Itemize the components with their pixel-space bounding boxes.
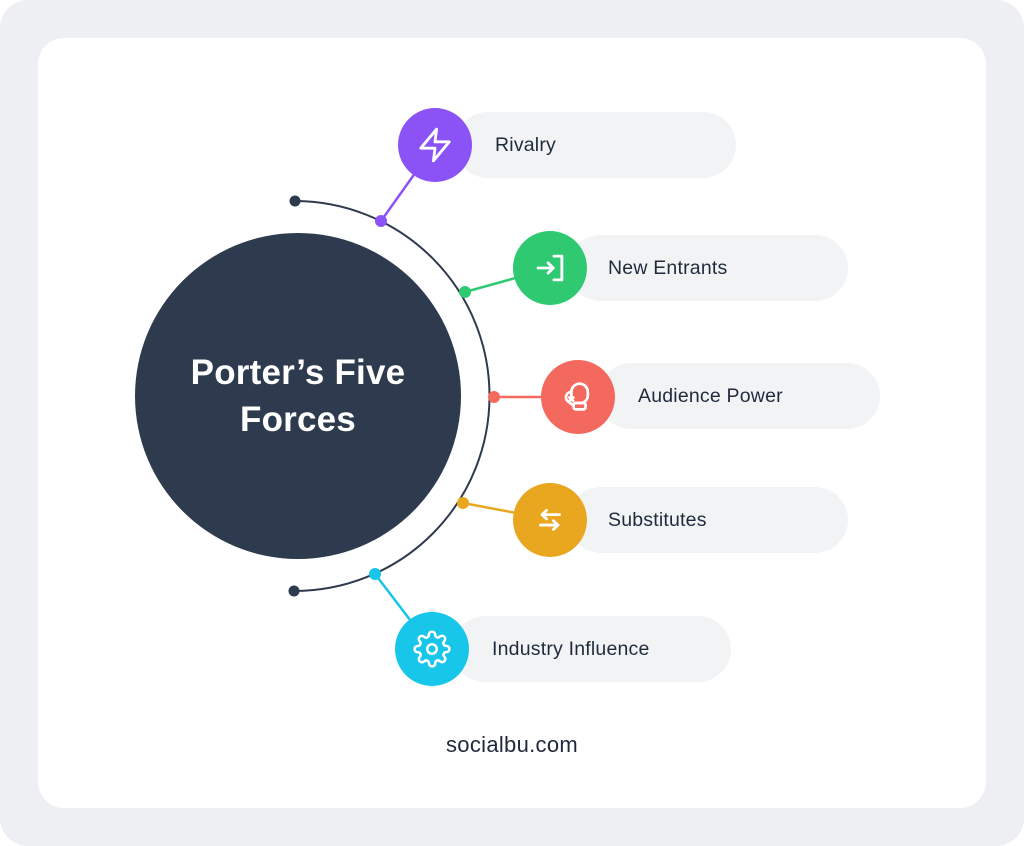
watermark-text: socialbu.com: [446, 732, 578, 757]
gear-icon: [413, 630, 451, 668]
arc-node-dot-rivalry: [375, 215, 387, 227]
force-pill-rivalry: Rivalry: [455, 112, 736, 178]
center-circle: Porter’s Five Forces: [135, 233, 461, 559]
force-pill-new-entrants: New Entrants: [568, 235, 848, 301]
force-label-audience-power: Audience Power: [638, 384, 783, 407]
force-pill-audience-power: Audience Power: [598, 363, 880, 429]
force-icon-circle-new-entrants: [513, 231, 587, 305]
arc-node-dot-industry-influence: [369, 568, 381, 580]
force-label-substitutes: Substitutes: [608, 508, 707, 531]
force-label-industry-influence: Industry Influence: [492, 637, 650, 660]
force-icon-circle-audience-power: [541, 360, 615, 434]
force-icon-circle-rivalry: [398, 108, 472, 182]
force-icon-circle-substitutes: [513, 483, 587, 557]
arc-node-dot-audience-power: [488, 391, 500, 403]
diagram-title-line2: Forces: [240, 400, 356, 439]
force-label-rivalry: Rivalry: [495, 133, 556, 156]
force-pill-industry-influence: Industry Influence: [452, 616, 731, 682]
zap-icon: [419, 127, 451, 163]
force-icon-circle-industry-influence: [395, 612, 469, 686]
force-pill-substitutes: Substitutes: [568, 487, 848, 553]
arc-endpoint-dot-top: [289, 195, 301, 207]
arc-endpoint-dot-bottom: [288, 585, 300, 597]
enter-icon: [536, 254, 564, 282]
arc-node-dot-new-entrants: [459, 286, 471, 298]
arc-node-dot-substitutes: [457, 497, 469, 509]
swap-arrows-icon: [539, 508, 561, 531]
boxing-glove-icon: [564, 382, 590, 411]
diagram-title-line1: Porter’s Five: [190, 353, 406, 392]
force-label-new-entrants: New Entrants: [608, 256, 728, 279]
